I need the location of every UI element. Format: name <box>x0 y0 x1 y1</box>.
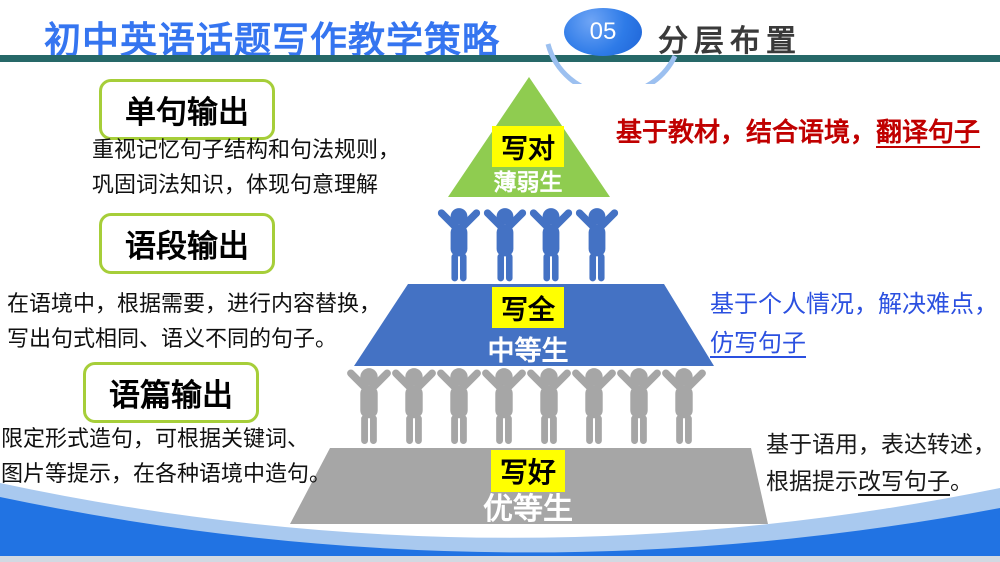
slide-number-badge: 05 <box>564 8 642 56</box>
person-figure <box>576 368 612 444</box>
tier-goal-write-correctly: 写对 <box>492 126 564 167</box>
person-figure <box>351 368 387 444</box>
person-figure <box>534 208 569 281</box>
person-figure <box>442 208 477 281</box>
description-paragraph-output: 在语境中，根据需要，进行内容替换， 写出句式相同、语义不同的句子。 <box>7 292 382 352</box>
people-row-gray <box>351 368 702 444</box>
tier-goal-write-completely: 写全 <box>492 287 564 328</box>
annotation-text: 基于个人情况，解决难点， <box>710 290 998 318</box>
annotation-text: 。 <box>950 468 973 495</box>
annotation-underlined-text: 改写句子 <box>858 468 950 495</box>
description-sentence-output: 重视记忆句子结构和句法规则， 巩固词法知识，体现句意理解 <box>92 138 401 198</box>
slide-title: 初中英语话题写作教学策略 <box>44 20 500 61</box>
person-figure <box>488 208 523 281</box>
person-figure <box>580 208 615 281</box>
stage-box-discourse-output: 语篇输出 <box>83 362 259 423</box>
annotation-text: 基于教材，结合语境， <box>616 117 877 147</box>
person-figure <box>441 368 477 444</box>
stage-box-sentence-output: 单句输出 <box>99 79 275 140</box>
tier-student-average: 中等生 <box>487 336 569 366</box>
header-rule <box>0 55 1000 62</box>
person-figure <box>486 368 522 444</box>
footer-strip <box>0 556 1000 562</box>
tier-student-weak: 薄弱生 <box>493 169 563 195</box>
bottom-wave-dark <box>0 497 1000 562</box>
annotation-underlined-text: 翻译句子 <box>876 117 981 147</box>
people-row-blue <box>442 208 615 281</box>
annotation-underlined-text: 仿写句子 <box>710 328 806 357</box>
person-figure <box>531 368 567 444</box>
annotation-text: 基于语用，表达转述， 根据提示 <box>766 432 996 495</box>
stage-box-paragraph-output: 语段输出 <box>99 213 275 274</box>
section-title: 分层布置 <box>658 25 802 58</box>
tier-student-excellent: 优等生 <box>483 493 573 526</box>
annotation-excellent-level: 基于语用，表达转述， 根据提示改写句子。 <box>766 427 996 501</box>
person-figure <box>666 368 702 444</box>
person-figure <box>621 368 657 444</box>
description-discourse-output: 限定形式造句，可根据关键词、 图片等提示，在各种语境中造句。 <box>1 427 332 487</box>
person-figure <box>396 368 432 444</box>
annotation-average-level: 基于个人情况，解决难点， 仿写句子 <box>710 285 998 363</box>
tier-goal-write-well: 写好 <box>490 450 566 492</box>
annotation-weak-level: 基于教材，结合语境，翻译句子 <box>616 112 980 149</box>
